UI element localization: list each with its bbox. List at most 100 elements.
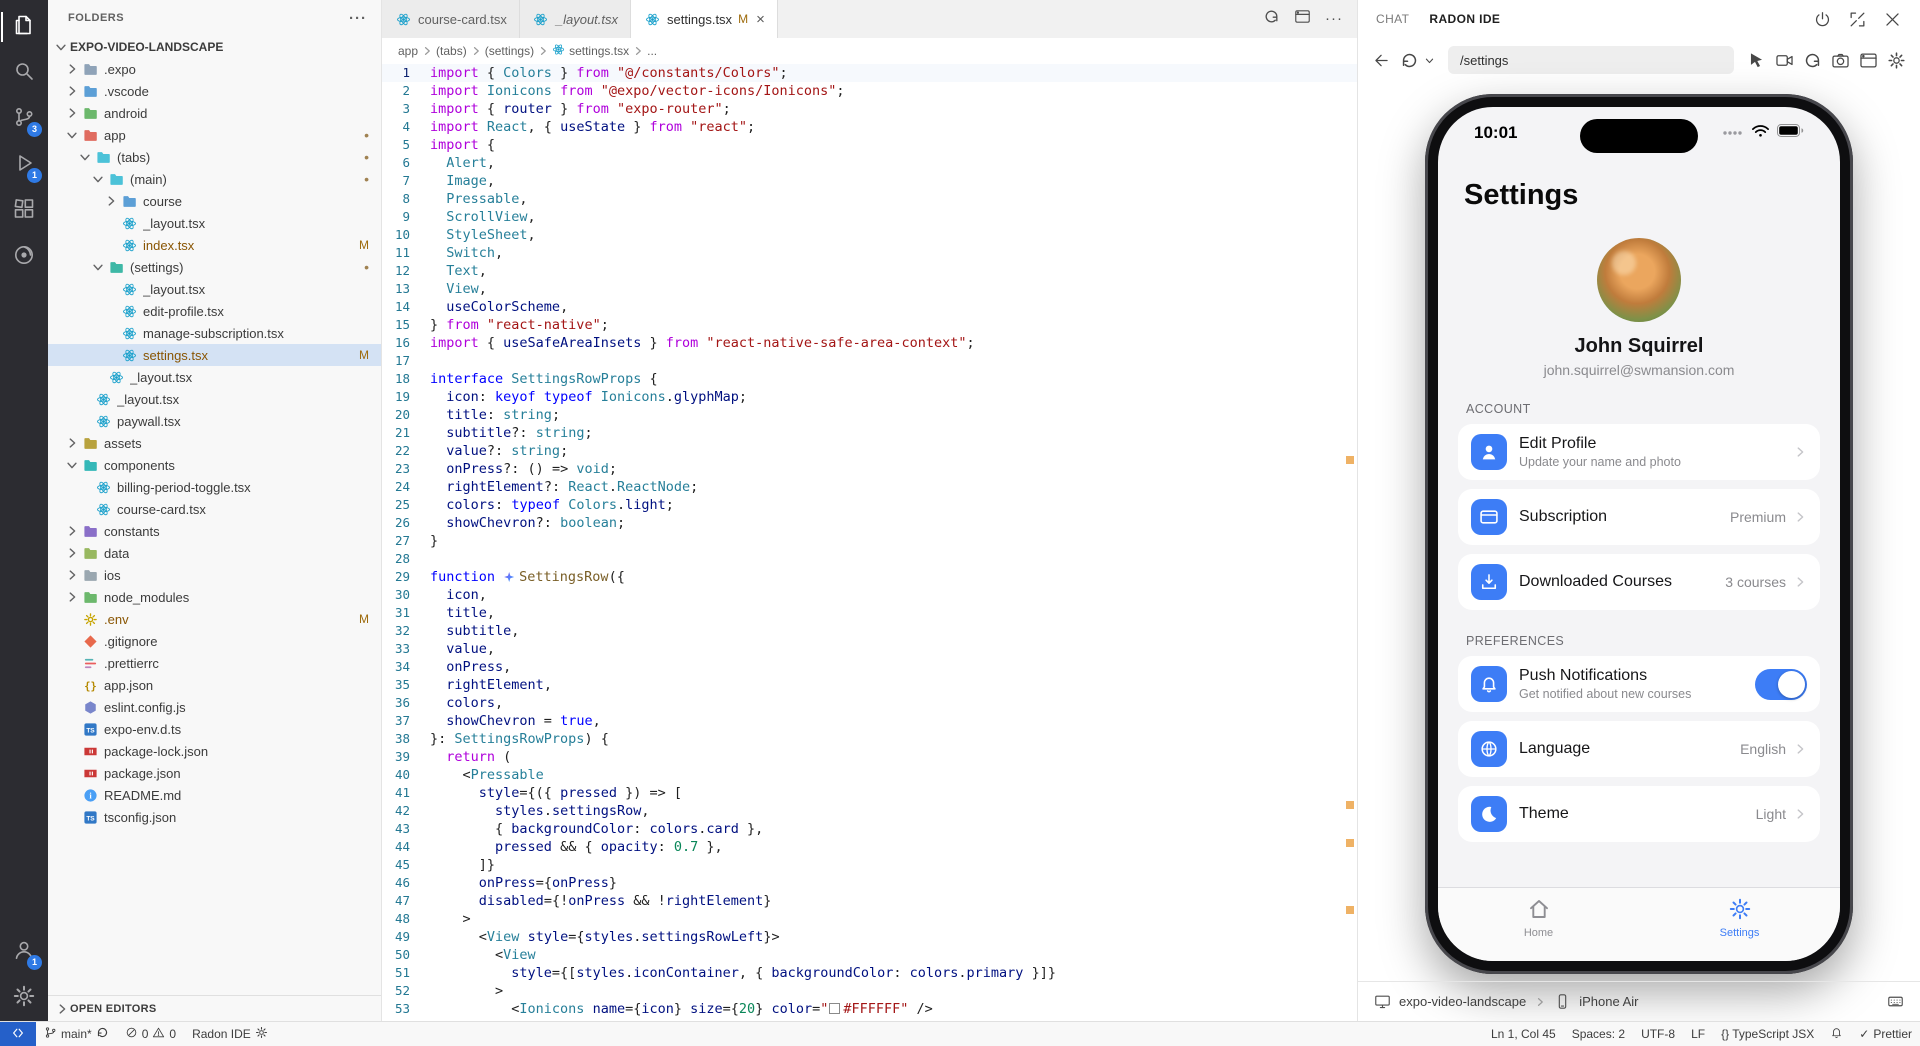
tree-item-node-modules[interactable]: node_modules [48, 586, 381, 608]
ios-tab-settings[interactable]: Settings [1639, 888, 1840, 961]
tree-item-android[interactable]: android [48, 102, 381, 124]
code-line[interactable]: 53 <Ionicons name={icon} size={20} color… [382, 1000, 1357, 1018]
screen-record-icon[interactable] [1775, 51, 1794, 70]
tree-item-data[interactable]: data [48, 542, 381, 564]
screenshot-icon[interactable] [1831, 51, 1850, 70]
code-line[interactable]: 14 useColorScheme, [382, 298, 1357, 316]
editor-tab-course-card-tsx[interactable]: course-card.tsx [382, 0, 520, 38]
code-line[interactable]: 28 [382, 550, 1357, 568]
chevron-right-icon[interactable] [63, 83, 81, 99]
chevron-right-icon[interactable] [63, 523, 81, 539]
code-line[interactable]: 13 View, [382, 280, 1357, 298]
chevron-down-icon[interactable] [76, 149, 94, 165]
reload-options-chevron-icon[interactable] [1425, 55, 1435, 66]
code-line[interactable]: 48 > [382, 910, 1357, 928]
code-line[interactable]: 34 onPress, [382, 658, 1357, 676]
code-line[interactable]: 20 title: string; [382, 406, 1357, 424]
tree-item-layout-tsx[interactable]: _layout.tsx [48, 278, 381, 300]
reload-icon[interactable] [1400, 51, 1419, 70]
chevron-right-icon[interactable] [63, 589, 81, 605]
tree-item-expo[interactable]: .expo [48, 58, 381, 80]
code-line[interactable]: 25 colors: typeof Colors.light; [382, 496, 1357, 514]
code-line[interactable]: 27} [382, 532, 1357, 550]
tree-item-package-json[interactable]: package.json [48, 762, 381, 784]
code-line[interactable]: 30 icon, [382, 586, 1357, 604]
radon-settings-gear-icon[interactable] [1887, 51, 1906, 70]
code-line[interactable]: 10 StyleSheet, [382, 226, 1357, 244]
radon-ide-status-item[interactable]: Radon IDE [184, 1022, 276, 1046]
tree-item-main[interactable]: (main)• [48, 168, 381, 190]
back-icon[interactable] [1372, 51, 1391, 70]
tree-item-vscode[interactable]: .vscode [48, 80, 381, 102]
code-line[interactable]: 42 styles.settingsRow, [382, 802, 1357, 820]
activity-radon-ide[interactable] [1, 234, 47, 280]
breadcrumb-item-tabs[interactable]: (tabs) [436, 44, 467, 58]
chevron-down-icon[interactable] [89, 259, 107, 275]
inspect-icon[interactable] [1747, 51, 1766, 70]
chevron-right-icon[interactable] [63, 435, 81, 451]
git-branch-item[interactable]: main* [36, 1022, 117, 1046]
indentation-item[interactable]: Spaces: 2 [1571, 1027, 1626, 1041]
code-line[interactable]: 6 Alert, [382, 154, 1357, 172]
tree-item-app-json[interactable]: {}app.json [48, 674, 381, 696]
code-line[interactable]: 36 colors, [382, 694, 1357, 712]
activity-manage-settings[interactable] [1, 975, 47, 1021]
breadcrumb-item-settings[interactable]: (settings) [485, 44, 534, 58]
activity-run-debug[interactable]: 1 [1, 142, 47, 188]
code-line[interactable]: 44 pressed && { opacity: 0.7 }, [382, 838, 1357, 856]
ios-tab-home[interactable]: Home [1438, 888, 1639, 961]
activity-accounts[interactable]: 1 [1, 929, 47, 975]
language-mode-item[interactable]: {} TypeScript JSX [1721, 1027, 1815, 1041]
code-line[interactable]: 43 { backgroundColor: colors.card }, [382, 820, 1357, 838]
code-line[interactable]: 38}: SettingsRowProps) { [382, 730, 1357, 748]
breadcrumb-item-settings-tsx[interactable]: settings.tsx [552, 43, 629, 59]
open-editors-section[interactable]: OPEN EDITORS [48, 995, 381, 1021]
code-line[interactable]: 39 return ( [382, 748, 1357, 766]
code-line[interactable]: 51 style={[styles.iconContainer, { backg… [382, 964, 1357, 982]
code-line[interactable]: 8 Pressable, [382, 190, 1357, 208]
iphone-screen[interactable]: 10:01 Settings John Squirrel john.squirr… [1438, 107, 1840, 961]
tree-item-eslint-config-js[interactable]: eslint.config.js [48, 696, 381, 718]
encoding-item[interactable]: UTF-8 [1641, 1027, 1676, 1041]
tree-item-prettierrc[interactable]: .prettierrc [48, 652, 381, 674]
activity-extensions[interactable] [1, 188, 47, 234]
tree-item-paywall-tsx[interactable]: paywall.tsx [48, 410, 381, 432]
chevron-down-icon[interactable] [63, 457, 81, 473]
chevron-right-icon[interactable] [63, 567, 81, 583]
code-line[interactable]: 23 onPress?: () => void; [382, 460, 1357, 478]
code-line[interactable]: 15} from "react-native"; [382, 316, 1357, 334]
code-line[interactable]: 7 Image, [382, 172, 1357, 190]
code-line[interactable]: 11 Switch, [382, 244, 1357, 262]
device-name[interactable]: iPhone Air [1579, 994, 1639, 1009]
chevron-right-icon[interactable] [63, 105, 81, 121]
tree-item-layout-tsx[interactable]: _layout.tsx [48, 388, 381, 410]
code-line[interactable]: 40 <Pressable [382, 766, 1357, 784]
code-line[interactable]: 49 <View style={styles.settingsRowLeft}> [382, 928, 1357, 946]
tree-root[interactable]: EXPO-VIDEO-LANDSCAPE [48, 36, 381, 58]
split-editor-icon[interactable] [1294, 8, 1311, 30]
tree-item-layout-tsx[interactable]: _layout.tsx [48, 366, 381, 388]
code-line[interactable]: 17 [382, 352, 1357, 370]
tree-item-tabs[interactable]: (tabs)• [48, 146, 381, 168]
select-device-icon[interactable] [1374, 993, 1391, 1010]
cursor-position-item[interactable]: Ln 1, Col 45 [1490, 1027, 1556, 1041]
code-line[interactable]: 21 subtitle?: string; [382, 424, 1357, 442]
code-line[interactable]: 33 value, [382, 640, 1357, 658]
breadcrumb-item-[interactable]: ... [647, 44, 657, 58]
open-changes-icon[interactable] [1263, 8, 1280, 30]
notifications-bell-icon[interactable] [1822, 1022, 1851, 1046]
remote-indicator[interactable] [0, 1022, 36, 1046]
maximize-panel-icon[interactable] [1848, 10, 1867, 29]
code-line[interactable]: 41 style={({ pressed }) => [ [382, 784, 1357, 802]
